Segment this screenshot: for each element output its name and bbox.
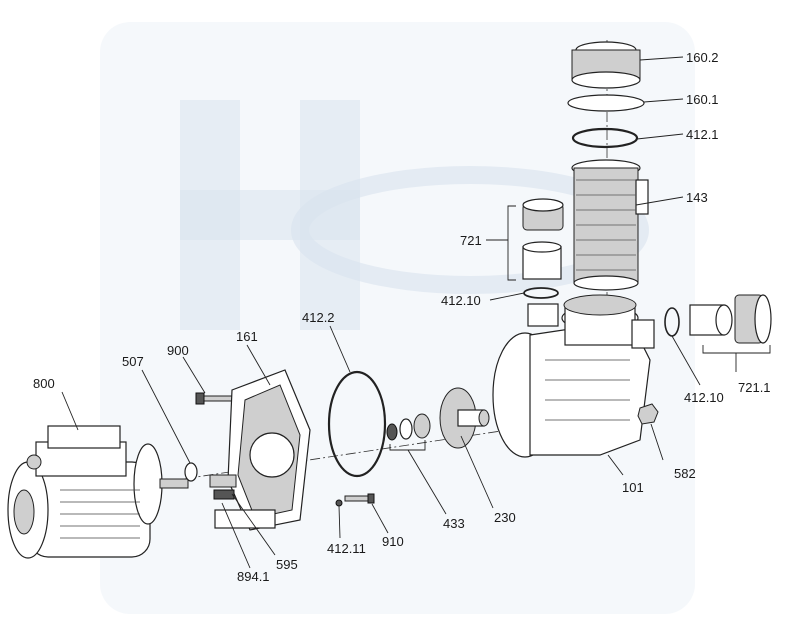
plug-582 xyxy=(637,403,659,425)
part-labels: 160.2 160.1 412.1 143 721 412.10 412.10 … xyxy=(33,50,771,584)
bracket-433 xyxy=(389,440,426,451)
label-433: 433 xyxy=(443,516,465,531)
basket-143 xyxy=(571,159,649,291)
lid-160-1 xyxy=(567,94,645,112)
label-900: 900 xyxy=(167,343,189,358)
leader-lines xyxy=(61,56,737,569)
label-894-1: 894.1 xyxy=(237,569,270,584)
label-412-10-upper: 412.10 xyxy=(441,293,481,308)
oring-412-2 xyxy=(327,370,387,478)
bracket-721-1 xyxy=(702,345,771,354)
label-721-1: 721.1 xyxy=(738,380,771,395)
bolt-910 xyxy=(335,493,375,507)
label-412-2: 412.2 xyxy=(302,310,335,325)
label-412-1: 412.1 xyxy=(686,127,719,142)
bracket-721 xyxy=(507,205,516,281)
impeller-230 xyxy=(439,387,490,449)
seal-433 xyxy=(386,413,431,441)
bracket-161 xyxy=(209,369,311,531)
label-230: 230 xyxy=(494,510,516,525)
label-101: 101 xyxy=(622,480,644,495)
label-160-2: 160.2 xyxy=(686,50,719,65)
label-143: 143 xyxy=(686,190,708,205)
label-160-1: 160.1 xyxy=(686,92,719,107)
union-721-1 xyxy=(664,294,772,344)
label-595: 595 xyxy=(276,557,298,572)
label-412-10-lower: 412.10 xyxy=(684,390,724,405)
pump-body-101 xyxy=(492,294,655,458)
label-721: 721 xyxy=(460,233,482,248)
label-507: 507 xyxy=(122,354,144,369)
label-910: 910 xyxy=(382,534,404,549)
oring-412-1 xyxy=(571,127,639,149)
motor-800 xyxy=(7,425,189,559)
label-800: 800 xyxy=(33,376,55,391)
label-582: 582 xyxy=(674,466,696,481)
label-412-11: 412.11 xyxy=(327,541,366,556)
assembly-axis xyxy=(149,409,641,485)
lid-ring-160-2 xyxy=(571,41,641,89)
label-161: 161 xyxy=(236,329,258,344)
part-507 xyxy=(184,462,198,482)
union-721 xyxy=(522,198,564,280)
